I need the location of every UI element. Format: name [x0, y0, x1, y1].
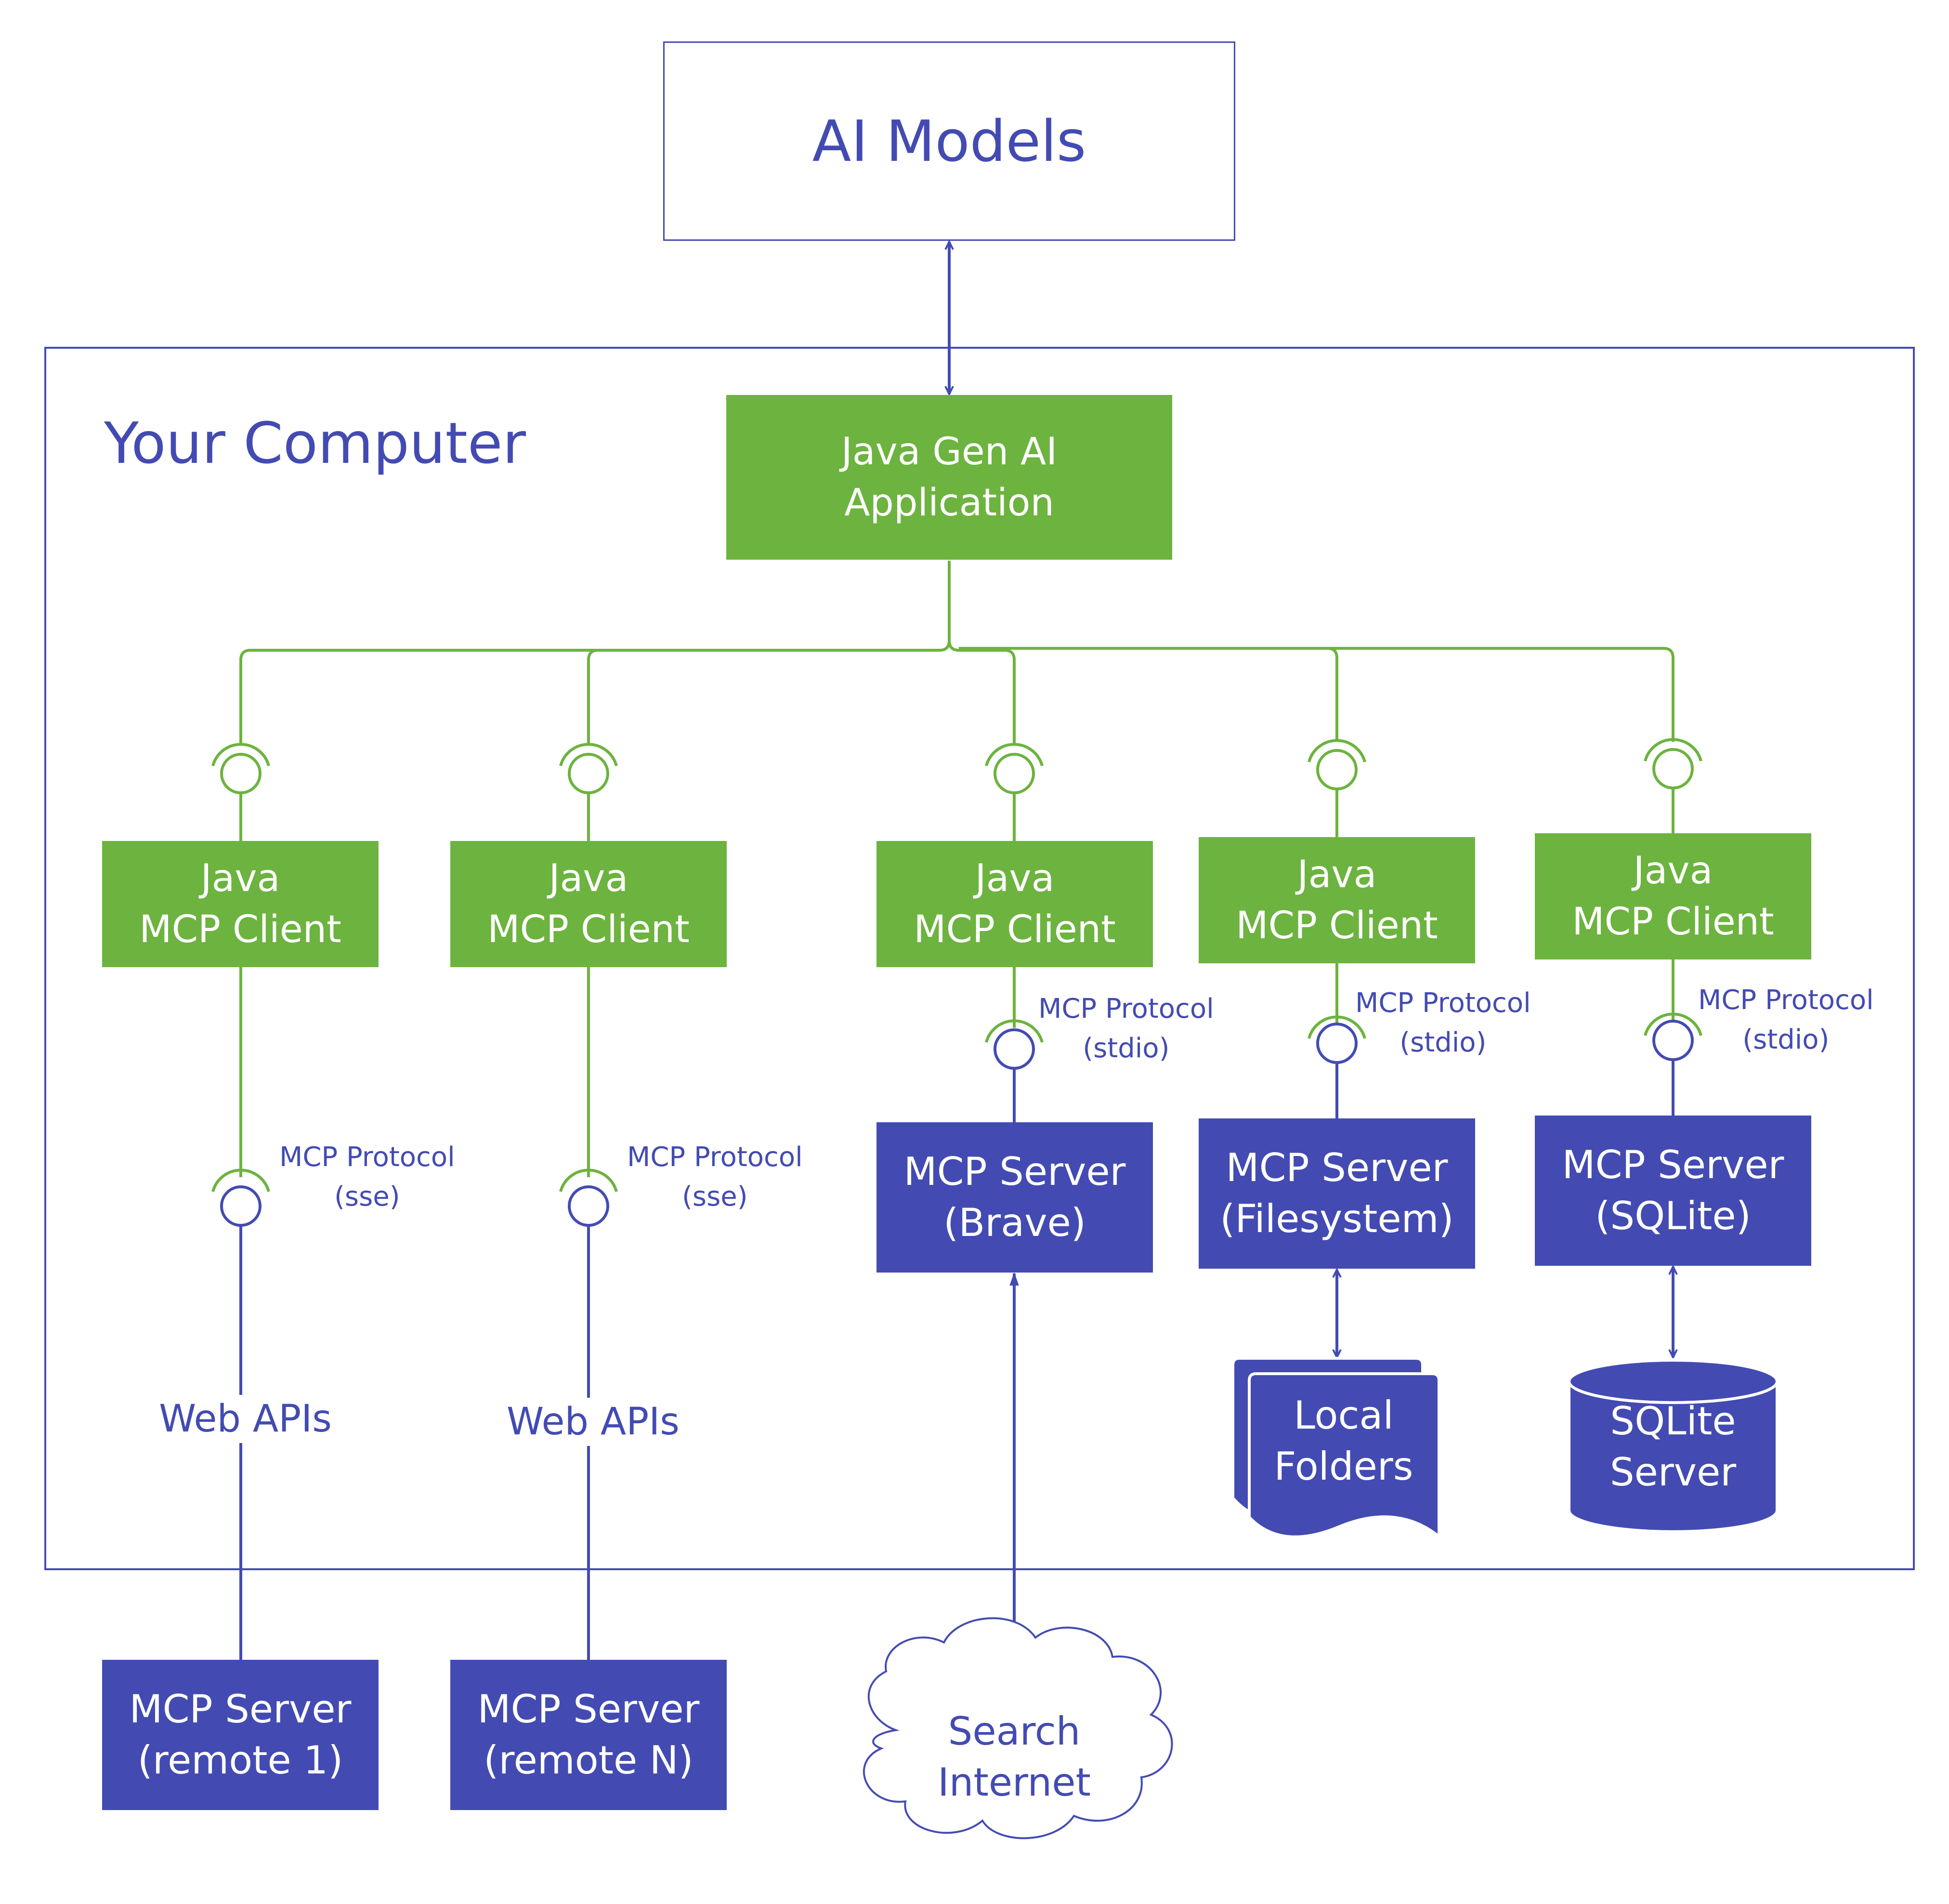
ai-models-title: AI Models: [812, 108, 1086, 174]
search-internet-cloud: [863, 1617, 1173, 1839]
sqlite-db-label: SQLite Server: [1609, 1399, 1737, 1495]
web-apis-label-2: Web APIs: [507, 1398, 680, 1446]
java-mcp-client-3: Java MCP Client: [876, 841, 1153, 967]
search-internet-label: Search Internet: [938, 1709, 1091, 1805]
protocol-label-5: MCP Protocol (stdio): [1698, 985, 1874, 1055]
protocol-label-3: MCP Protocol (stdio): [1038, 993, 1214, 1064]
client-bus: [239, 561, 1674, 745]
your-computer-boundary: [44, 347, 1915, 1570]
protocol-nodes: [220, 1020, 1694, 1660]
java-mcp-client-4: Java MCP Client: [1199, 837, 1475, 963]
protocol-label-1: MCP Protocol (sse): [279, 1142, 455, 1212]
mcp-server-remote-n: MCP Server (remote N): [450, 1660, 727, 1810]
client-sockets: [211, 738, 1702, 841]
mcp-server-filesystem: MCP Server (Filesystem): [1199, 1118, 1475, 1269]
java-mcp-client-2: Java MCP Client: [450, 841, 727, 967]
local-folders-shape: [1231, 1357, 1440, 1540]
sqlite-db-shape: [1568, 1359, 1779, 1533]
client-to-protocol-lines: [211, 959, 1702, 1192]
your-computer-label: Your Computer: [104, 410, 526, 476]
app-line1: Java Gen AI: [841, 430, 1058, 473]
ai-models-box: AI Models: [663, 41, 1235, 241]
mcp-server-brave: MCP Server (Brave): [876, 1122, 1153, 1273]
app-line2: Application: [844, 481, 1054, 525]
java-gen-ai-app: Java Gen AI Application: [726, 395, 1172, 560]
web-apis-label-1: Web APIs: [159, 1395, 332, 1443]
java-mcp-client-5: Java MCP Client: [1535, 833, 1811, 959]
protocol-label-2: MCP Protocol (sse): [627, 1142, 803, 1212]
java-mcp-client-1: Java MCP Client: [102, 841, 379, 967]
protocol-label-4: MCP Protocol (stdio): [1355, 987, 1531, 1058]
mcp-server-sqlite: MCP Server (SQLite): [1535, 1116, 1811, 1266]
mcp-server-remote-1: MCP Server (remote 1): [102, 1660, 379, 1810]
local-folders-label: Local Folders: [1274, 1393, 1413, 1489]
